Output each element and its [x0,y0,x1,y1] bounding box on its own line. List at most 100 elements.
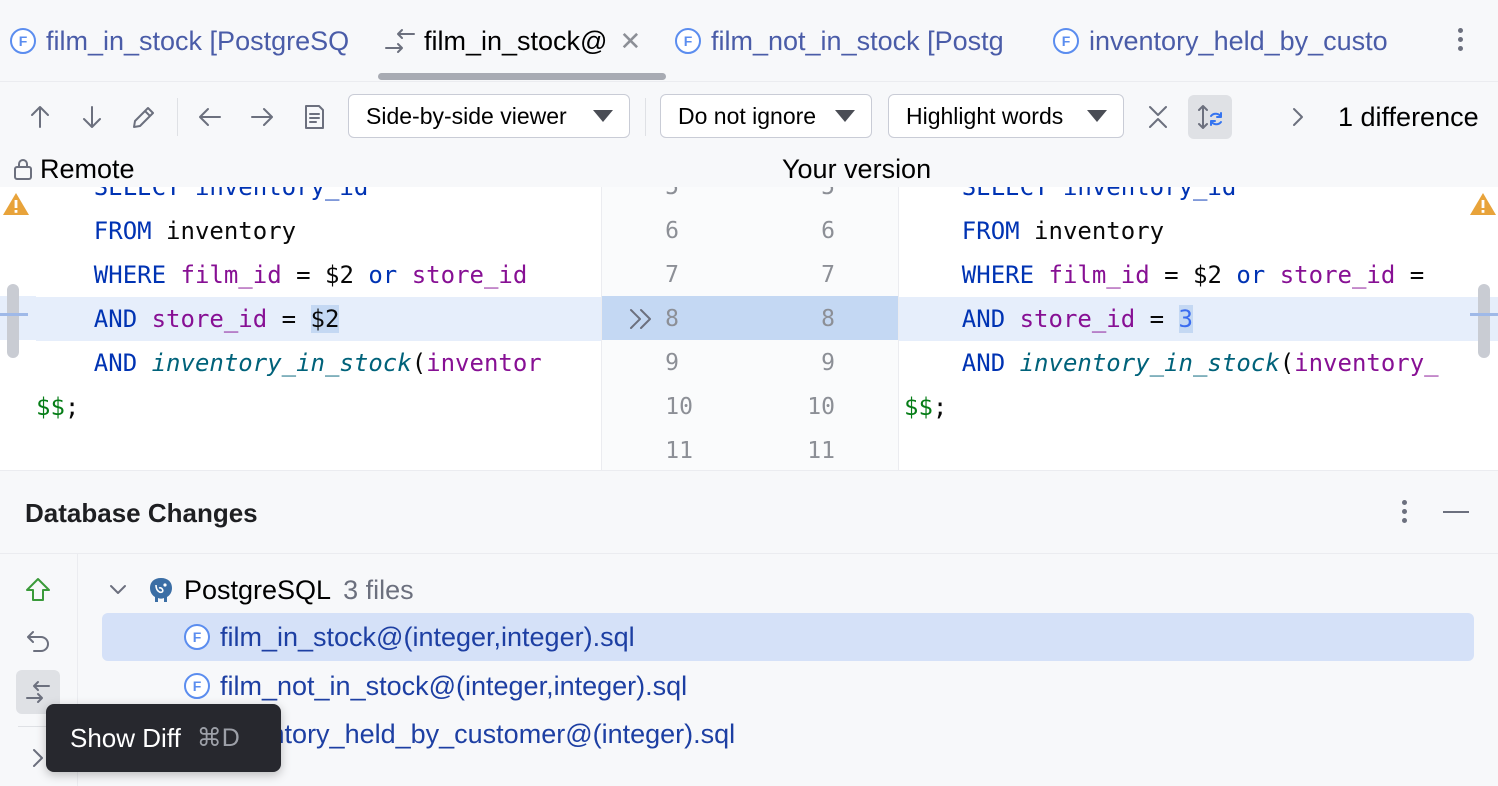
left-line-number: 10 [665,394,693,420]
previous-difference-button[interactable] [22,99,58,135]
left-line-number: 11 [665,438,693,464]
changes-side-toolbar [0,554,78,786]
group-name: PostgreSQL [184,574,332,605]
synchronize-scrolling-button[interactable] [1188,95,1232,139]
toolbar-separator [645,98,646,136]
right-panel-title: Your version [782,153,932,184]
tooltip-shortcut: ⌘D [196,724,240,752]
code-token: $$ [904,393,933,421]
expand-differences-button[interactable] [1280,99,1316,135]
code-line: WHERE film_id = $2 or store_id = [904,253,1424,297]
warning-icon[interactable] [1469,191,1497,217]
tabs-more-icon[interactable] [1456,28,1464,51]
undo-icon [27,631,49,652]
chevron-down-icon[interactable] [106,578,130,602]
collapse-icon [1149,106,1167,128]
code-token: ( [1279,349,1295,377]
changed-file-item[interactable]: F film_in_stock@(integer,integer).sql [102,613,1474,661]
show-diff-tooltip: Show Diff ⌘D [46,704,281,772]
database-changes-header: Database Changes [0,472,1498,554]
changed-file-item[interactable]: F film_not_in_stock@(integer,integer).sq… [184,662,687,710]
left-line-number: 7 [665,262,679,288]
code-token: SELECT inventory_id [904,187,1237,201]
toolbar-separator [18,726,58,727]
right-line-number: 9 [821,350,835,376]
arrow-up-outline-icon [26,578,50,601]
diff-icon [26,681,50,703]
push-button[interactable] [16,568,60,612]
code-token: AND [36,305,152,333]
tab-film-not-in-stock[interactable]: F film_not_in_stock [Postg [675,0,1033,82]
file-name: inventory_held_by_customer@(integer).sql [220,718,736,749]
editor-tab-bar: F film_in_stock [PostgreSQ film_in_stock… [0,0,1498,82]
next-difference-button[interactable] [74,99,110,135]
panel-title: Database Changes [25,498,258,528]
expand-button[interactable] [16,736,60,780]
navigate-forward-button[interactable] [244,99,280,135]
tooltip-label: Show Diff [70,722,181,753]
tree-group-postgresql[interactable]: PostgreSQL 3 files [106,566,414,614]
chevron-right-icon [33,749,43,767]
code-line: SELECT inventory_id [904,187,1237,209]
tab-label: film_in_stock [PostgreSQ [46,25,350,56]
group-file-count: 3 files [343,574,414,605]
right-code-pane[interactable]: SELECT inventory_id FROM inventory WHERE… [899,187,1498,470]
revert-button[interactable] [16,618,60,662]
highlight-mode-dropdown[interactable]: Highlight words [888,94,1124,138]
close-icon[interactable]: ✕ [619,25,642,56]
sync-scroll-icon [1198,105,1222,129]
warning-icon[interactable] [2,191,30,217]
left-panel-header: Remote [12,152,135,186]
left-code-pane[interactable]: SELECT inventory_id FROM inventory WHERE… [0,187,601,470]
code-line: AND inventory_in_stock(inventory_ [904,341,1439,385]
left-line-number: 9 [665,350,679,376]
code-token: = [1395,261,1425,289]
apply-change-icon[interactable] [628,307,654,331]
minimize-icon[interactable] [1443,511,1469,513]
arrow-down-icon [83,106,101,128]
code-token: $$ [36,393,65,421]
navigate-back-button[interactable] [192,99,228,135]
code-token: inventory_in_stock [1019,349,1280,377]
postgresql-elephant-icon [150,578,172,602]
ignore-whitespace-dropdown[interactable]: Do not ignore [660,94,872,138]
tab-label: film_not_in_stock [Postg [711,25,1004,56]
code-line: $$; [904,385,947,429]
viewer-mode-dropdown[interactable]: Side-by-side viewer [348,94,630,138]
code-token: store_id [1265,261,1396,289]
tab-inventory-held-by-customer[interactable]: F inventory_held_by_custo [1053,0,1413,82]
code-token: inventory [166,217,297,245]
left-scrollbar[interactable] [7,284,19,358]
tab-label: inventory_held_by_custo [1089,25,1388,56]
active-tab-indicator [378,73,666,80]
diff-gutter: 5 6 7 8 9 10 11 5 6 7 8 9 10 11 [601,187,899,470]
code-token: FROM [904,217,1035,245]
code-token: = [267,305,311,333]
code-token: film_id [1048,261,1150,289]
code-line: FROM inventory [904,209,1164,253]
code-token: ; [932,393,948,421]
changed-line-band [602,296,898,340]
collapse-unchanged-button[interactable] [1140,99,1176,135]
right-panel-header: Your version [782,152,931,186]
file-name: film_in_stock@(integer,integer).sql [220,621,635,652]
show-diff-button[interactable] [16,670,60,714]
tab-film-in-stock-postgresql[interactable]: F film_in_stock [PostgreSQ [10,0,372,82]
code-token: ; [64,393,80,421]
code-token: inventory_ [1294,349,1439,377]
right-line-number: 8 [821,306,835,332]
left-line-number: 5 [665,187,679,200]
code-token: inventory_in_stock [151,349,412,377]
right-scrollbar[interactable] [1478,284,1490,358]
panel-options-icon[interactable] [1400,500,1408,523]
left-line-number: 6 [665,218,679,244]
left-panel-title: Remote [40,153,135,184]
diff-editor: SELECT inventory_id FROM inventory WHERE… [0,187,1498,471]
code-token: = $2 [1149,261,1237,289]
tab-film-in-stock-diff[interactable]: film_in_stock@ ✕ [384,0,664,82]
file-structure-button[interactable] [296,99,332,135]
code-token: inventory [1034,217,1165,245]
diff-position-marker [1470,313,1498,316]
code-token: AND [904,349,1020,377]
edit-source-button[interactable] [126,99,162,135]
